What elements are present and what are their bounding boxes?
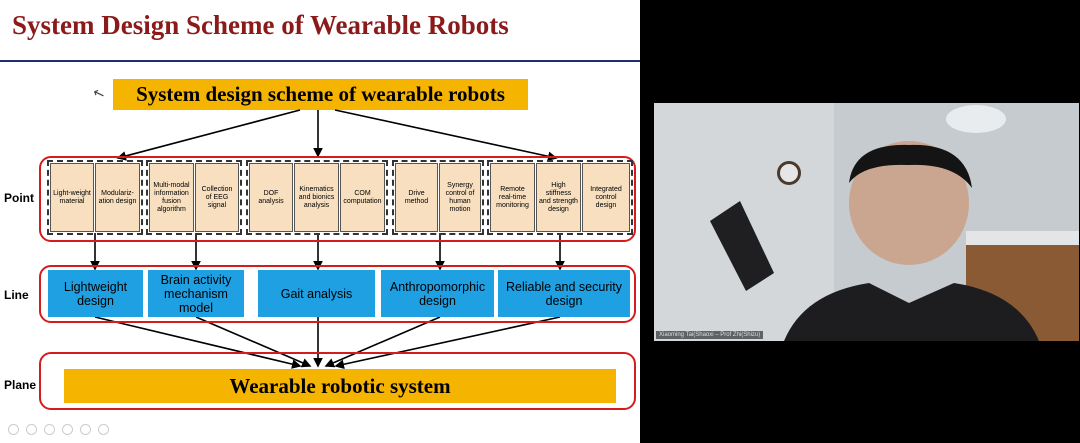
line-label: Line: [4, 288, 29, 302]
participant-name-tag: Xiaoming Tai(Shaoxi – Prof Zhi(Shizu): [656, 331, 764, 339]
point-group-2: [146, 160, 242, 235]
point-cell: Remote real-time monitoring: [490, 163, 535, 232]
point-group-3: [246, 160, 388, 235]
title-divider: [0, 60, 640, 62]
slide-title: System Design Scheme of Wearable Robots: [12, 10, 509, 40]
point-cell: Integrated control design: [582, 163, 630, 232]
more-icon[interactable]: [98, 424, 109, 435]
line-item: Anthropomorphic design: [381, 270, 494, 317]
plane-label: Plane: [4, 378, 37, 392]
point-group-5: [487, 160, 633, 235]
point-cell: Multi-modal information fusion algorithm: [149, 163, 194, 232]
line-item: Brain activity mechanism model: [148, 270, 244, 317]
previous-icon[interactable]: [8, 424, 19, 435]
point-cell: COM computation: [340, 163, 385, 232]
next-icon[interactable]: [26, 424, 37, 435]
grid-icon[interactable]: [80, 424, 91, 435]
line-row-frame: [39, 265, 636, 323]
point-group-1: [47, 160, 143, 235]
video-feed[interactable]: Xiaoming Tai(Shaoxi – Prof Zhi(Shizu): [654, 103, 1079, 341]
point-cell: Collection of EEG signal: [195, 163, 239, 232]
plane-row-frame: [39, 352, 636, 410]
point-cell: Light-weight material: [50, 163, 94, 232]
line-item: Lightweight design: [48, 270, 143, 317]
plane-box: Wearable robotic system: [64, 369, 616, 403]
point-cell: Drive method: [395, 163, 438, 232]
point-row-frame: [39, 156, 636, 242]
line-item: Gait analysis: [258, 270, 375, 317]
pen-icon[interactable]: [44, 424, 55, 435]
presenter-video-image: [654, 103, 1079, 341]
point-label: Point: [4, 191, 34, 205]
connector-arrows: [90, 109, 565, 369]
point-cell: DOF analysis: [249, 163, 293, 232]
point-cell: Kinematics and bionics analysis: [294, 163, 339, 232]
line-item: Reliable and security design: [498, 270, 630, 317]
zoom-icon[interactable]: [62, 424, 73, 435]
point-cell: Synergy control of human motion: [439, 163, 481, 232]
point-cell: Modulariz-ation design: [95, 163, 140, 232]
point-group-4: [392, 160, 484, 235]
scheme-header: System design scheme of wearable robots: [113, 79, 528, 110]
point-cell: High stiffness and strength design: [536, 163, 581, 232]
slide-controls: [8, 424, 109, 435]
presentation-slide: System Design Scheme of Wearable Robots …: [0, 0, 640, 443]
